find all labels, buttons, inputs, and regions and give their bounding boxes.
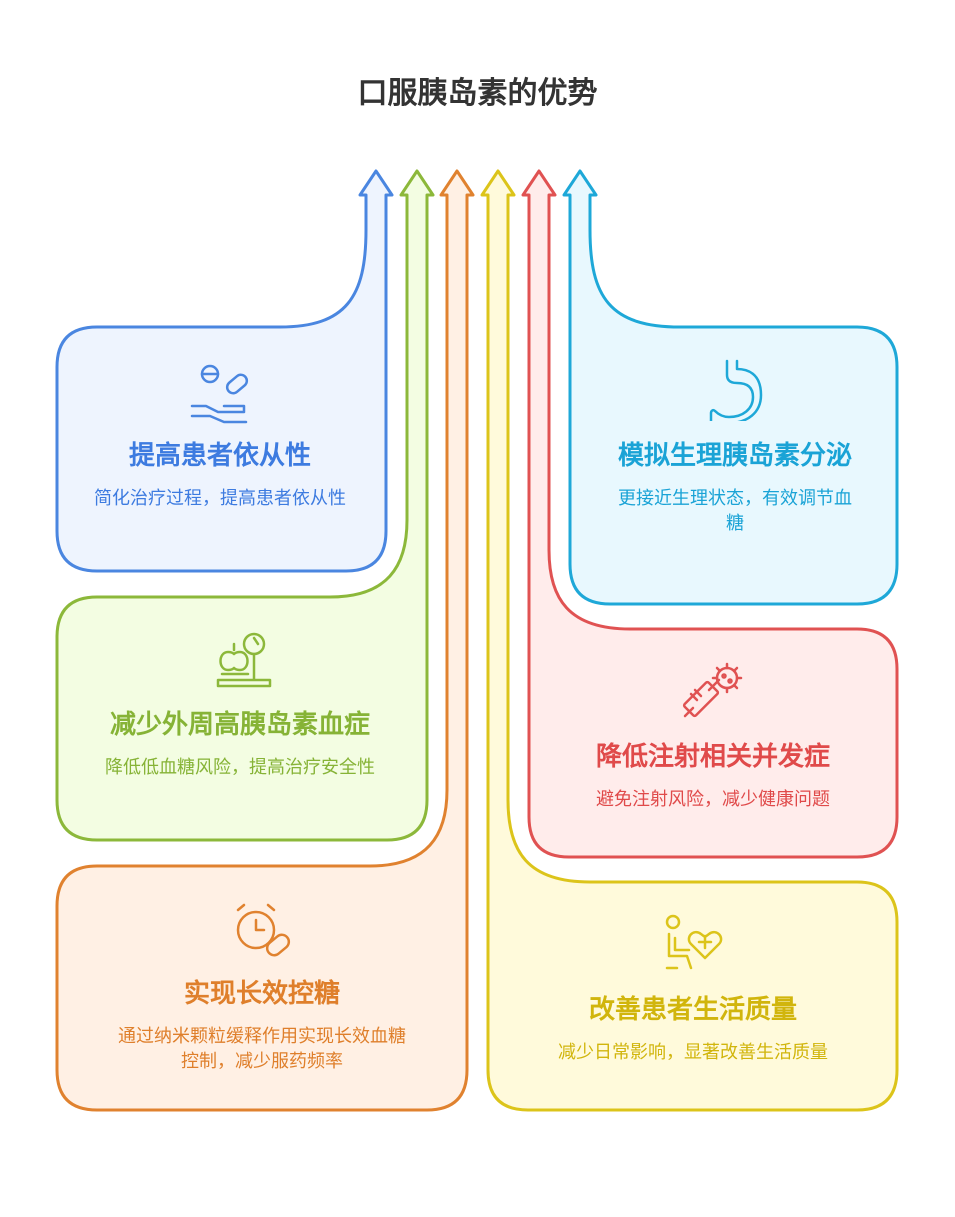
arrow-card-compliance bbox=[55, 169, 394, 573]
stomach-icon bbox=[703, 357, 767, 425]
card-description: 通过纳米颗粒缓释作用实现长效血糖控制，减少服药频率 bbox=[118, 1026, 406, 1072]
arrow-card-injection bbox=[521, 169, 899, 859]
arrow-card-physiological bbox=[562, 169, 899, 606]
scale-apple-icon bbox=[208, 630, 272, 698]
arrow-card-long-acting bbox=[55, 169, 475, 1112]
card-text-compliance: 提高患者依从性简化治疗过程，提高患者依从性 bbox=[90, 440, 350, 511]
syringe-virus-icon bbox=[681, 660, 745, 728]
card-description: 减少日常影响，显著改善生活质量 bbox=[558, 1042, 828, 1063]
card-title: 减少外周高胰岛素血症 bbox=[109, 710, 370, 740]
card-description: 更接近生理状态，有效调节血糖 bbox=[618, 488, 852, 534]
card-description: 简化治疗过程，提高患者依从性 bbox=[94, 488, 346, 509]
hand-pills-icon bbox=[188, 362, 252, 430]
card-description: 避免注射风险，减少健康问题 bbox=[596, 789, 830, 810]
page-title: 口服胰岛素的优势 bbox=[357, 76, 598, 111]
card-text-long-acting: 实现长效控糖通过纳米颗粒缓释作用实现长效血糖控制，减少服药频率 bbox=[117, 978, 407, 1074]
person-heart-icon bbox=[661, 912, 725, 980]
card-title: 实现长效控糖 bbox=[183, 979, 340, 1009]
card-description: 降低低血糖风险，提高治疗安全性 bbox=[105, 757, 375, 778]
card-title: 改善患者生活质量 bbox=[588, 995, 797, 1025]
arrow-card-quality-of-life bbox=[480, 169, 899, 1112]
card-title: 模拟生理胰岛素分泌 bbox=[617, 441, 852, 471]
card-text-physiological: 模拟生理胰岛素分泌更接近生理状态，有效调节血糖 bbox=[615, 440, 855, 536]
card-text-hyperinsulinemia: 减少外周高胰岛素血症降低低血糖风险，提高治疗安全性 bbox=[90, 709, 390, 780]
card-title: 提高患者依从性 bbox=[128, 441, 311, 471]
card-text-injection: 降低注射相关并发症避免注射风险，减少健康问题 bbox=[563, 741, 863, 812]
alarm-pill-icon bbox=[230, 900, 294, 968]
card-text-quality-of-life: 改善患者生活质量减少日常影响，显著改善生活质量 bbox=[528, 994, 858, 1065]
card-title: 降低注射相关并发症 bbox=[595, 742, 830, 772]
arrow-card-hyperinsulinemia bbox=[55, 169, 435, 842]
